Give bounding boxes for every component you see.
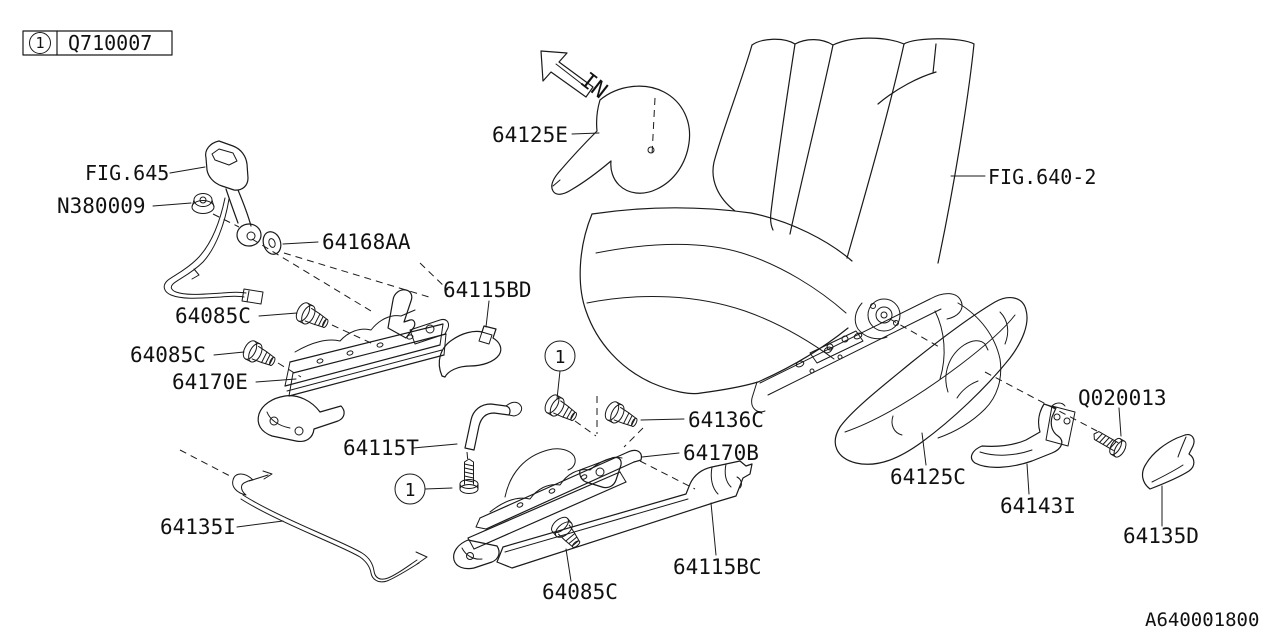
- part-64170b-rail: [453, 401, 642, 570]
- part-64135d-cover: [1141, 434, 1195, 490]
- wire-arrowhead-start: [262, 470, 273, 480]
- label-64168aa: 64168AA: [322, 230, 411, 254]
- label-fig645: FIG.645: [85, 161, 169, 185]
- label-n380009: N380009: [57, 194, 146, 218]
- in-arrow-inner-line: [555, 63, 588, 89]
- leader-lines: [152, 132, 1163, 582]
- label-64115bd: 64115BD: [443, 278, 532, 302]
- wire-arrowhead-end: [415, 551, 428, 565]
- screw-q020013: [1089, 425, 1129, 460]
- legend-frame: [22, 30, 173, 56]
- part-64115bd-cover: [438, 325, 502, 378]
- screw-64085c-1: [293, 300, 333, 334]
- direction-indicator: IN: [540, 50, 612, 104]
- part-labels: FIG.645 N380009 64168AA 64085C 64085C 64…: [57, 123, 1259, 631]
- part-64168aa-washer: [262, 231, 282, 255]
- part-64125e-cover: [551, 85, 691, 195]
- screw-64085c-2: [240, 338, 280, 372]
- recliner-disc: [867, 298, 901, 332]
- part-64115t-bracket: [464, 401, 523, 451]
- part-64125c-shield: [834, 296, 1028, 465]
- ref-marker-left: 1: [394, 473, 453, 505]
- in-arrow-icon: [540, 50, 594, 98]
- part-n380009-nut: [191, 193, 215, 214]
- ref-marker-number: 1: [405, 480, 416, 501]
- label-64085c-3: 64085C: [542, 580, 618, 604]
- buckle-assembly: [163, 140, 282, 305]
- buckle-anchor-plate: [236, 223, 262, 247]
- drawing-number: A640001800: [1145, 609, 1259, 631]
- legend-ref-circle: [29, 32, 51, 54]
- fasteners: [240, 300, 1129, 553]
- seat-assembly-drawing: [579, 37, 1002, 439]
- ref-marker-mid: 1: [544, 340, 576, 400]
- screw-64136c: [602, 399, 642, 433]
- legend-ref-number: 1: [35, 34, 44, 52]
- label-64085c-1: 64085C: [175, 304, 251, 328]
- label-64115bc: 64115BC: [673, 555, 762, 579]
- assembly-dashed-lines: [179, 213, 1098, 490]
- buckle-wire-harness: [163, 197, 264, 305]
- part-64143i-cover: [970, 402, 1076, 468]
- label-64170b: 64170B: [683, 441, 759, 465]
- label-64115t: 64115T: [343, 436, 419, 460]
- ref-marker-number: 1: [555, 347, 566, 368]
- legend-box: 1 Q710007: [22, 30, 173, 56]
- label-fig640-2: FIG.640-2: [988, 165, 1096, 189]
- label-64143i: 64143I: [1000, 494, 1076, 518]
- label-64170e: 64170E: [172, 370, 248, 394]
- in-arrow-label: IN: [575, 68, 611, 104]
- label-64125e: 64125E: [492, 123, 568, 147]
- label-q020013: Q020013: [1078, 386, 1167, 410]
- seat-underframe: [751, 293, 1002, 439]
- label-64125c: 64125C: [890, 465, 966, 489]
- part-64170e-rail: [257, 289, 449, 443]
- screw-ref1-mid: [541, 392, 581, 427]
- part-64115bc-cover: [496, 460, 753, 569]
- part-64135i-wire: [232, 470, 428, 583]
- label-64135d: 64135D: [1123, 524, 1199, 548]
- label-64135i: 64135I: [160, 515, 236, 539]
- screw-ref1-left: [459, 458, 479, 494]
- label-64085c-2: 64085C: [130, 343, 206, 367]
- label-64136c: 64136C: [688, 408, 764, 432]
- legend-part-number: Q710007: [68, 31, 152, 55]
